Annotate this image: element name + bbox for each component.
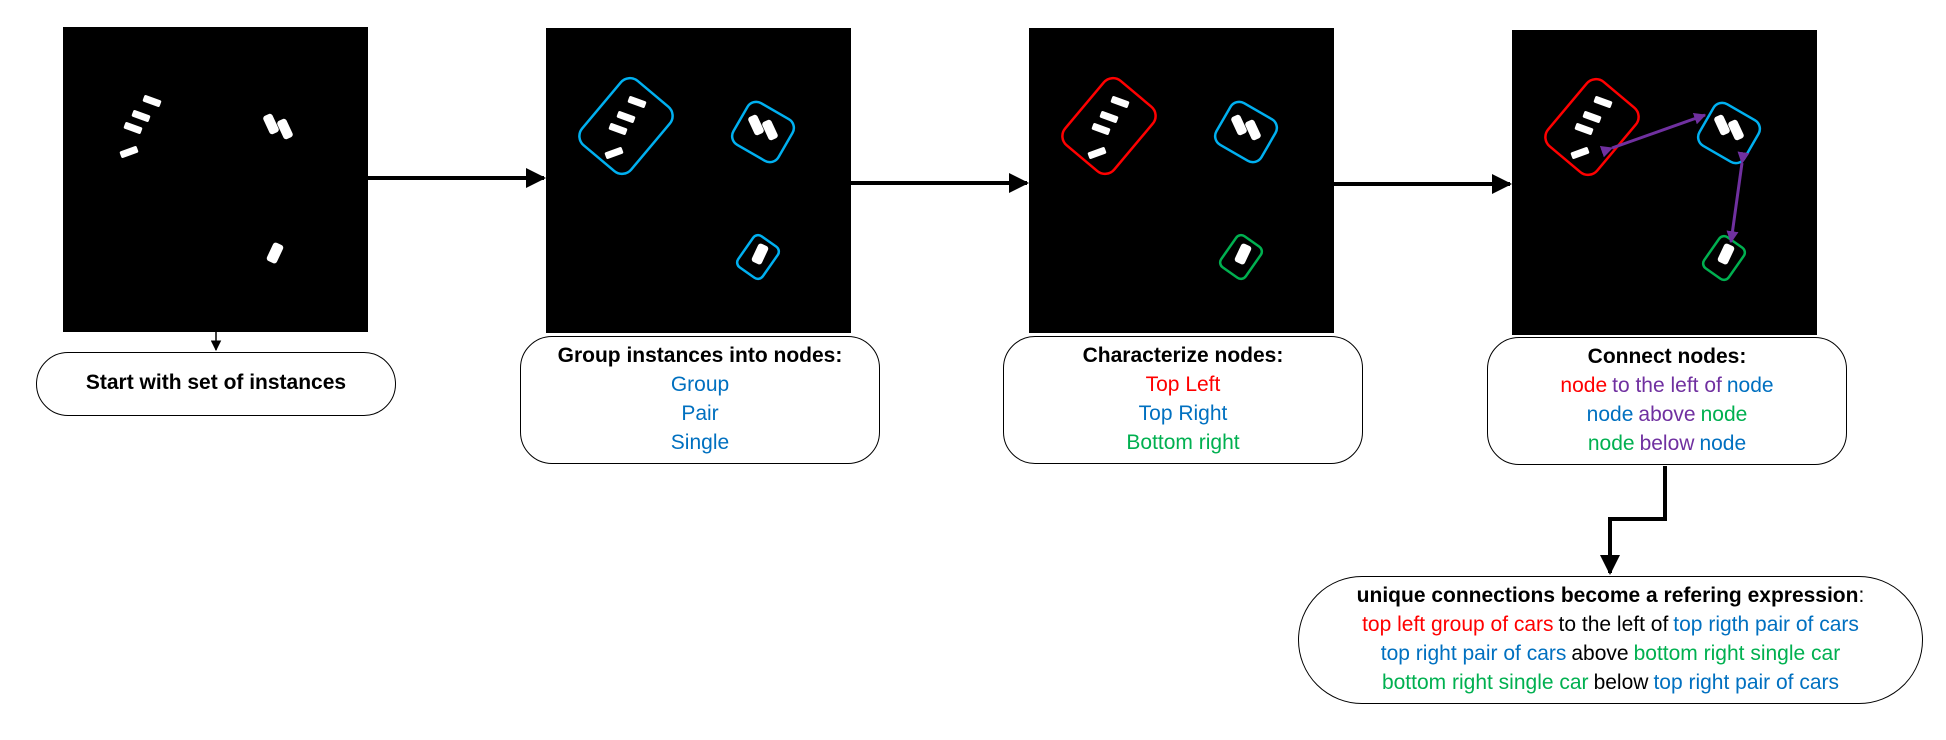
step2-item-pair: Pair <box>681 402 719 425</box>
connection-relation: above <box>1638 403 1696 426</box>
expression-relation: above <box>1571 642 1629 665</box>
step2-item-group: Group <box>670 373 730 396</box>
expression-subject: bottom right single car <box>1381 671 1589 694</box>
step2-item-single: Single <box>670 431 730 454</box>
connection-node: node <box>1700 403 1748 426</box>
step3-title: Characterize nodes: <box>1082 344 1284 367</box>
expression-relation: to the left of <box>1558 613 1669 636</box>
connection-node: node <box>1726 374 1774 397</box>
connection-relation: below <box>1639 432 1695 455</box>
connection-node: node <box>1587 432 1635 455</box>
result-box: unique connections become a refering exp… <box>1298 576 1923 704</box>
panel-grouped <box>546 28 851 333</box>
step1-title: Start with set of instances <box>85 371 347 394</box>
connection-relation: to the left of <box>1612 374 1722 397</box>
result-title-text: unique connections become a refering exp… <box>1356 584 1859 607</box>
panel-connected <box>1512 30 1817 335</box>
result-title: unique connections become a refering exp… <box>1299 581 1922 610</box>
step3-box: Characterize nodes: Top Left Top Right B… <box>1003 336 1363 464</box>
step1-box: Start with set of instances <box>36 352 396 416</box>
connection-node: node <box>1586 403 1634 426</box>
expression-subject: top right pair of cars <box>1380 642 1567 665</box>
expression-object: top right pair of cars <box>1653 671 1840 694</box>
step3-item-top-right: Top Right <box>1138 402 1228 425</box>
connection-node: node <box>1560 374 1608 397</box>
step3-item-top-left: Top Left <box>1145 373 1221 396</box>
step2-title: Group instances into nodes: <box>557 344 843 367</box>
expression-subject: top left group of cars <box>1362 613 1554 636</box>
panel-characterized <box>1029 28 1334 333</box>
node-connections <box>1599 112 1750 244</box>
expression-object: top rigth pair of cars <box>1673 613 1859 636</box>
step3-item-bottom-right: Bottom right <box>1126 431 1240 454</box>
step2-box: Group instances into nodes: Group Pair S… <box>520 336 880 464</box>
step4-title: Connect nodes: <box>1587 345 1747 368</box>
flow-arrows <box>368 168 1667 575</box>
expression-object: bottom right single car <box>1633 642 1841 665</box>
expression-relation: below <box>1593 671 1649 694</box>
connection-node: node <box>1699 432 1747 455</box>
result-title-colon: : <box>1858 584 1865 607</box>
panel-instances <box>63 27 368 332</box>
car-instances <box>119 95 293 264</box>
